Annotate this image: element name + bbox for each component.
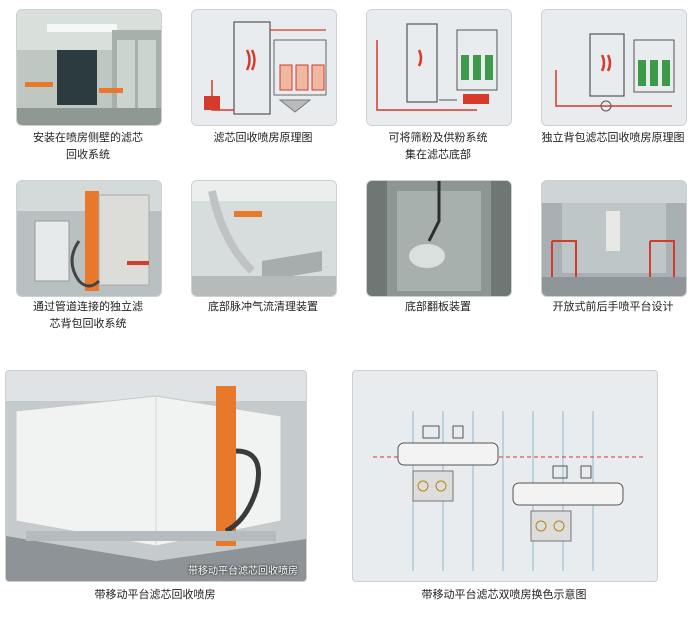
- caption-1: 安装在喷房侧壁的滤芯 回收系统: [8, 129, 168, 163]
- caption-10: 带移动平台滤芯双喷房换色示意图: [352, 586, 656, 603]
- caption-9: 带移动平台滤芯回收喷房: [5, 586, 305, 603]
- caption-8-line1: 开放式前后手喷平台设计: [552, 300, 674, 313]
- diagram-dual-booth-color-change: [352, 370, 658, 582]
- photo-pulse-cleaning: [191, 180, 337, 297]
- caption-5: 通过管道连接的独立滤 芯背包回收系统: [8, 298, 168, 332]
- caption-2-line1: 滤芯回收喷房原理图: [213, 131, 313, 144]
- photo-booth-wall-filter: [16, 9, 162, 126]
- diagram-sieve-powder-supply: [366, 9, 512, 126]
- caption-1-line1: 安装在喷房侧壁的滤芯: [33, 131, 143, 144]
- photo-pipe-backpack-system: [16, 180, 162, 297]
- caption-3-line2: 集在滤芯底部: [405, 148, 471, 161]
- caption-6: 底部脉冲气流清理装置: [183, 298, 343, 315]
- watermark-label: 带移动平台滤芯回收喷房: [188, 566, 298, 577]
- caption-3: 可将筛粉及供粉系统 集在滤芯底部: [358, 129, 518, 163]
- diagram-filter-booth-principle: [191, 9, 337, 126]
- caption-5-line2: 芯背包回收系统: [49, 317, 127, 330]
- caption-3-line1: 可将筛粉及供粉系统: [388, 131, 488, 144]
- caption-2: 滤芯回收喷房原理图: [183, 129, 343, 146]
- caption-6-line1: 底部脉冲气流清理装置: [208, 300, 318, 313]
- caption-9-line1: 带移动平台滤芯回收喷房: [94, 588, 216, 601]
- caption-4: 独立背包滤芯回收喷房原理图: [533, 129, 693, 146]
- photo-open-manual-platform: [541, 180, 687, 297]
- caption-7: 底部翻板装置: [358, 298, 518, 315]
- caption-1-line2: 回收系统: [66, 148, 110, 161]
- caption-7-line1: 底部翻板装置: [405, 300, 471, 313]
- caption-10-line1: 带移动平台滤芯双喷房换色示意图: [421, 588, 587, 601]
- photo-bottom-flap: [366, 180, 512, 297]
- caption-5-line1: 通过管道连接的独立滤: [33, 300, 143, 313]
- diagram-backpack-filter-booth: [541, 9, 687, 126]
- photo-mobile-platform-booth: 带移动平台滤芯回收喷房: [5, 370, 307, 582]
- caption-4-line1: 独立背包滤芯回收喷房原理图: [541, 131, 685, 144]
- caption-8: 开放式前后手喷平台设计: [533, 298, 693, 315]
